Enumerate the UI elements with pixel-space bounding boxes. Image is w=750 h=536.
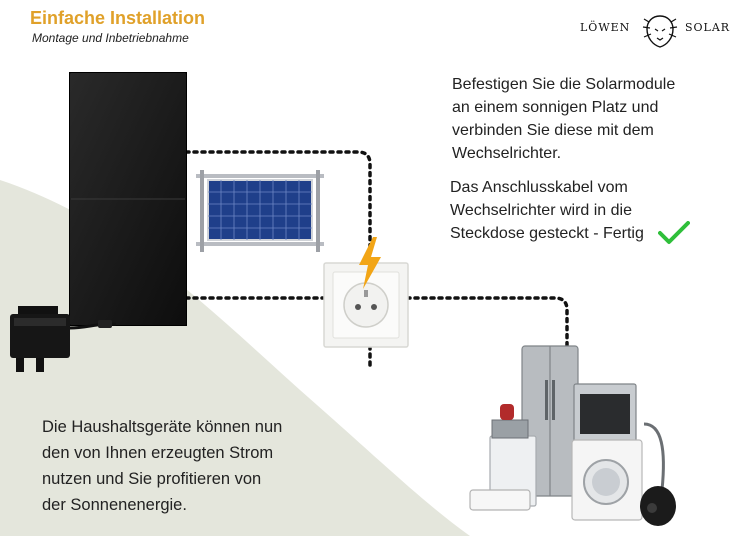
step-use-line: Die Haushaltsgeräte können nun: [42, 418, 283, 436]
step-use-line: der Sonnenenergie.: [42, 496, 187, 514]
step-use-energy-text: Die Haushaltsgeräte können nun den von I…: [42, 414, 332, 518]
checkmark-icon: [658, 221, 690, 244]
step-plug-line: Das Anschlusskabel vom: [450, 179, 628, 196]
page-title: Einfache Installation: [30, 8, 206, 28]
step-mount-line: Wechselrichter.: [452, 145, 562, 162]
balcony-solar-panel-icon: [196, 170, 324, 252]
solar-panel-icon: [69, 72, 187, 326]
step-use-line: den von Ihnen erzeugten Strom: [42, 444, 274, 462]
brand-word-right: SOLAR: [685, 21, 731, 34]
step-plug-line: Steckdose gesteckt - Fertig: [450, 225, 644, 242]
lion-head-icon: [642, 15, 678, 48]
cable-panel-to-socket: [184, 150, 372, 250]
step-mount-panels-text: Befestigen Sie die Solarmodule an einem …: [452, 73, 742, 165]
cable-socket-to-appliances: [405, 296, 569, 357]
step-plug-in-text: Das Anschlusskabel vom Wechselrichter wi…: [450, 176, 740, 245]
step-mount-line: verbinden Sie diese mit dem: [452, 122, 654, 139]
household-appliances-icon: [469, 345, 676, 526]
page-subtitle: Montage und Inbetriebnahme: [32, 31, 189, 45]
step-mount-line: Befestigen Sie die Solarmodule: [452, 76, 676, 93]
brand-word-left: LÖWEN: [580, 21, 631, 34]
brand-logo: LÖWEN SOLAR: [580, 14, 730, 48]
micro-inverter-icon: [10, 306, 116, 372]
step-plug-line: Wechselrichter wird in die: [450, 202, 632, 219]
power-socket-icon: [323, 262, 409, 348]
step-use-line: nutzen und Sie profitieren von: [42, 470, 262, 488]
step-mount-line: an einem sonnigen Platz und: [452, 99, 659, 116]
lightning-bolt-icon: [359, 237, 381, 289]
